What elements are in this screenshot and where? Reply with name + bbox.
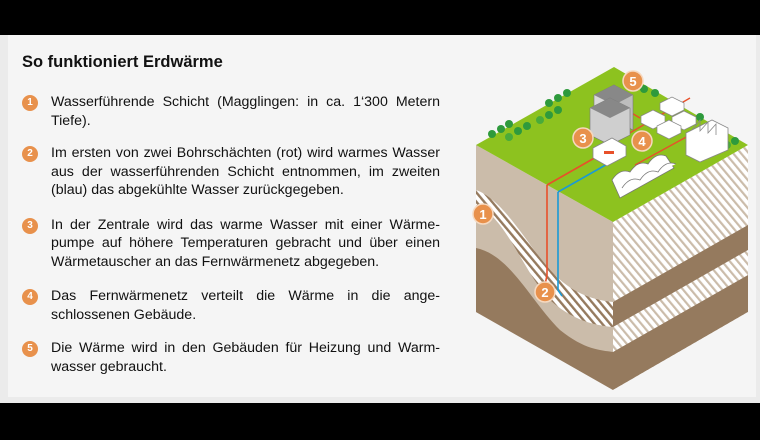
diagram-markers: 1 2 3 4 5 [472, 70, 653, 303]
step-item-5: 5 Die Wärme wird in den Gebäuden für Hei… [22, 339, 440, 376]
step-number-badge: 3 [22, 217, 38, 234]
step-text: Die Wärme wird in den Gebäuden für Heizu… [51, 340, 440, 375]
trees [488, 85, 739, 149]
houses [640, 96, 697, 140]
step-text: Im ersten von zwei Bohrschächten (rot) w… [51, 145, 440, 198]
step-number-badge: 4 [22, 289, 38, 305]
heating-plant [592, 137, 627, 167]
step-item-1: 1 Wasserführende Schicht (Magglingen: in… [22, 93, 440, 130]
marker-5: 5 [622, 70, 644, 92]
marker-1: 1 [472, 203, 494, 225]
step-text: Das Fernwärmenetz verteilt die Wärme in … [51, 288, 440, 323]
step-text: Wasserführende Schicht (Magglingen: in c… [51, 94, 440, 129]
svg-text:1: 1 [479, 207, 486, 222]
step-item-2: 2 Im ersten von zwei Bohrschächten (rot)… [22, 144, 440, 200]
svg-text:4: 4 [638, 134, 646, 149]
step-item-4: 4 Das Fernwärmenetz verteilt die Wärme i… [22, 287, 440, 324]
step-number-badge: 5 [22, 341, 38, 357]
greenhouses [611, 154, 677, 199]
step-number-badge: 2 [22, 146, 38, 162]
svg-text:3: 3 [579, 131, 586, 146]
step-text: In der Zentrale wird das warme Wasser mi… [51, 216, 440, 270]
step-item-3: 3 In der Zentrale wird das warme Wasser … [22, 216, 440, 272]
office-building [589, 84, 634, 146]
marker-4: 4 [631, 130, 653, 152]
marker-2: 2 [534, 281, 556, 303]
svg-text:5: 5 [629, 74, 636, 89]
svg-text:2: 2 [541, 285, 548, 300]
steps-list: 1 Wasserführende Schicht (Magglingen: in… [22, 93, 440, 376]
marker-3: 3 [572, 127, 594, 149]
geothermal-block-diagram: 1 2 3 4 5 [472, 67, 748, 390]
factory [685, 118, 729, 163]
step-number-badge: 1 [22, 95, 38, 111]
page-title: So funktioniert Erdwärme [22, 53, 223, 71]
